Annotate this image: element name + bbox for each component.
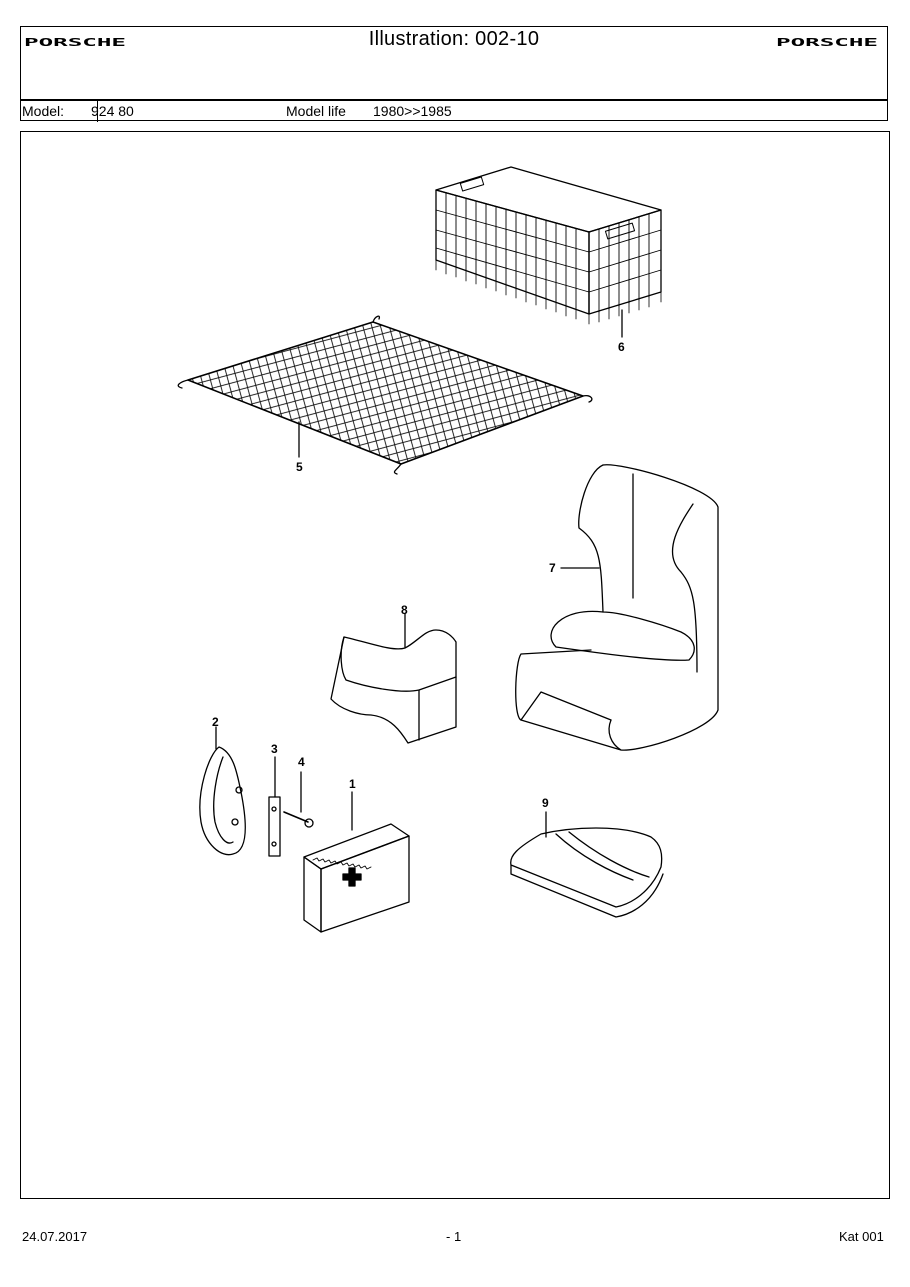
bracket-drawing [268,756,281,857]
model-life-label: Model life [286,103,346,119]
callout-3: 3 [271,742,278,756]
brand-right-text: PORSCHE [776,36,878,48]
footer-date: 24.07.2017 [22,1229,88,1244]
seat-pad-drawing [510,811,664,918]
screw-drawing [283,771,314,828]
callout-9: 9 [542,796,549,810]
model-row: Model: 924 80 Model life 1980>>1985 [21,102,887,120]
wire-basket-drawing [435,166,662,338]
callout-8: 8 [401,603,408,617]
luggage-net-drawing [177,315,593,475]
strap-drawing [199,726,246,856]
illustration-frame: 6 5 7 8 [20,131,890,1199]
callout-2: 2 [212,715,219,729]
footer-catalog: Kat 001 [839,1229,884,1244]
porsche-logo-right: PORSCHE [776,36,878,48]
callout-4: 4 [298,755,305,769]
parts-illustration: 6 5 7 8 [177,166,719,933]
callout-1: 1 [349,777,356,791]
child-seat-drawing [515,464,719,751]
model-label: Model: [22,103,65,119]
header-box: PORSCHE Illustration: 002-10 PORSCHE Mod… [20,26,888,122]
callout-6: 6 [618,340,625,354]
first-aid-kit-drawing [303,791,410,933]
model-value: 924 80 [91,103,134,119]
callout-7: 7 [549,561,556,575]
model-life-value: 1980>>1985 [373,103,452,119]
callout-5: 5 [296,460,303,474]
model-divider [97,101,98,122]
brand-left-text: PORSCHE [24,36,126,48]
footer-page-number: - 1 [446,1229,462,1244]
booster-cushion-drawing [330,613,457,744]
header-divider [21,99,887,101]
porsche-logo-left: PORSCHE [24,36,126,48]
page-title: Illustration: 002-10 [368,28,540,50]
